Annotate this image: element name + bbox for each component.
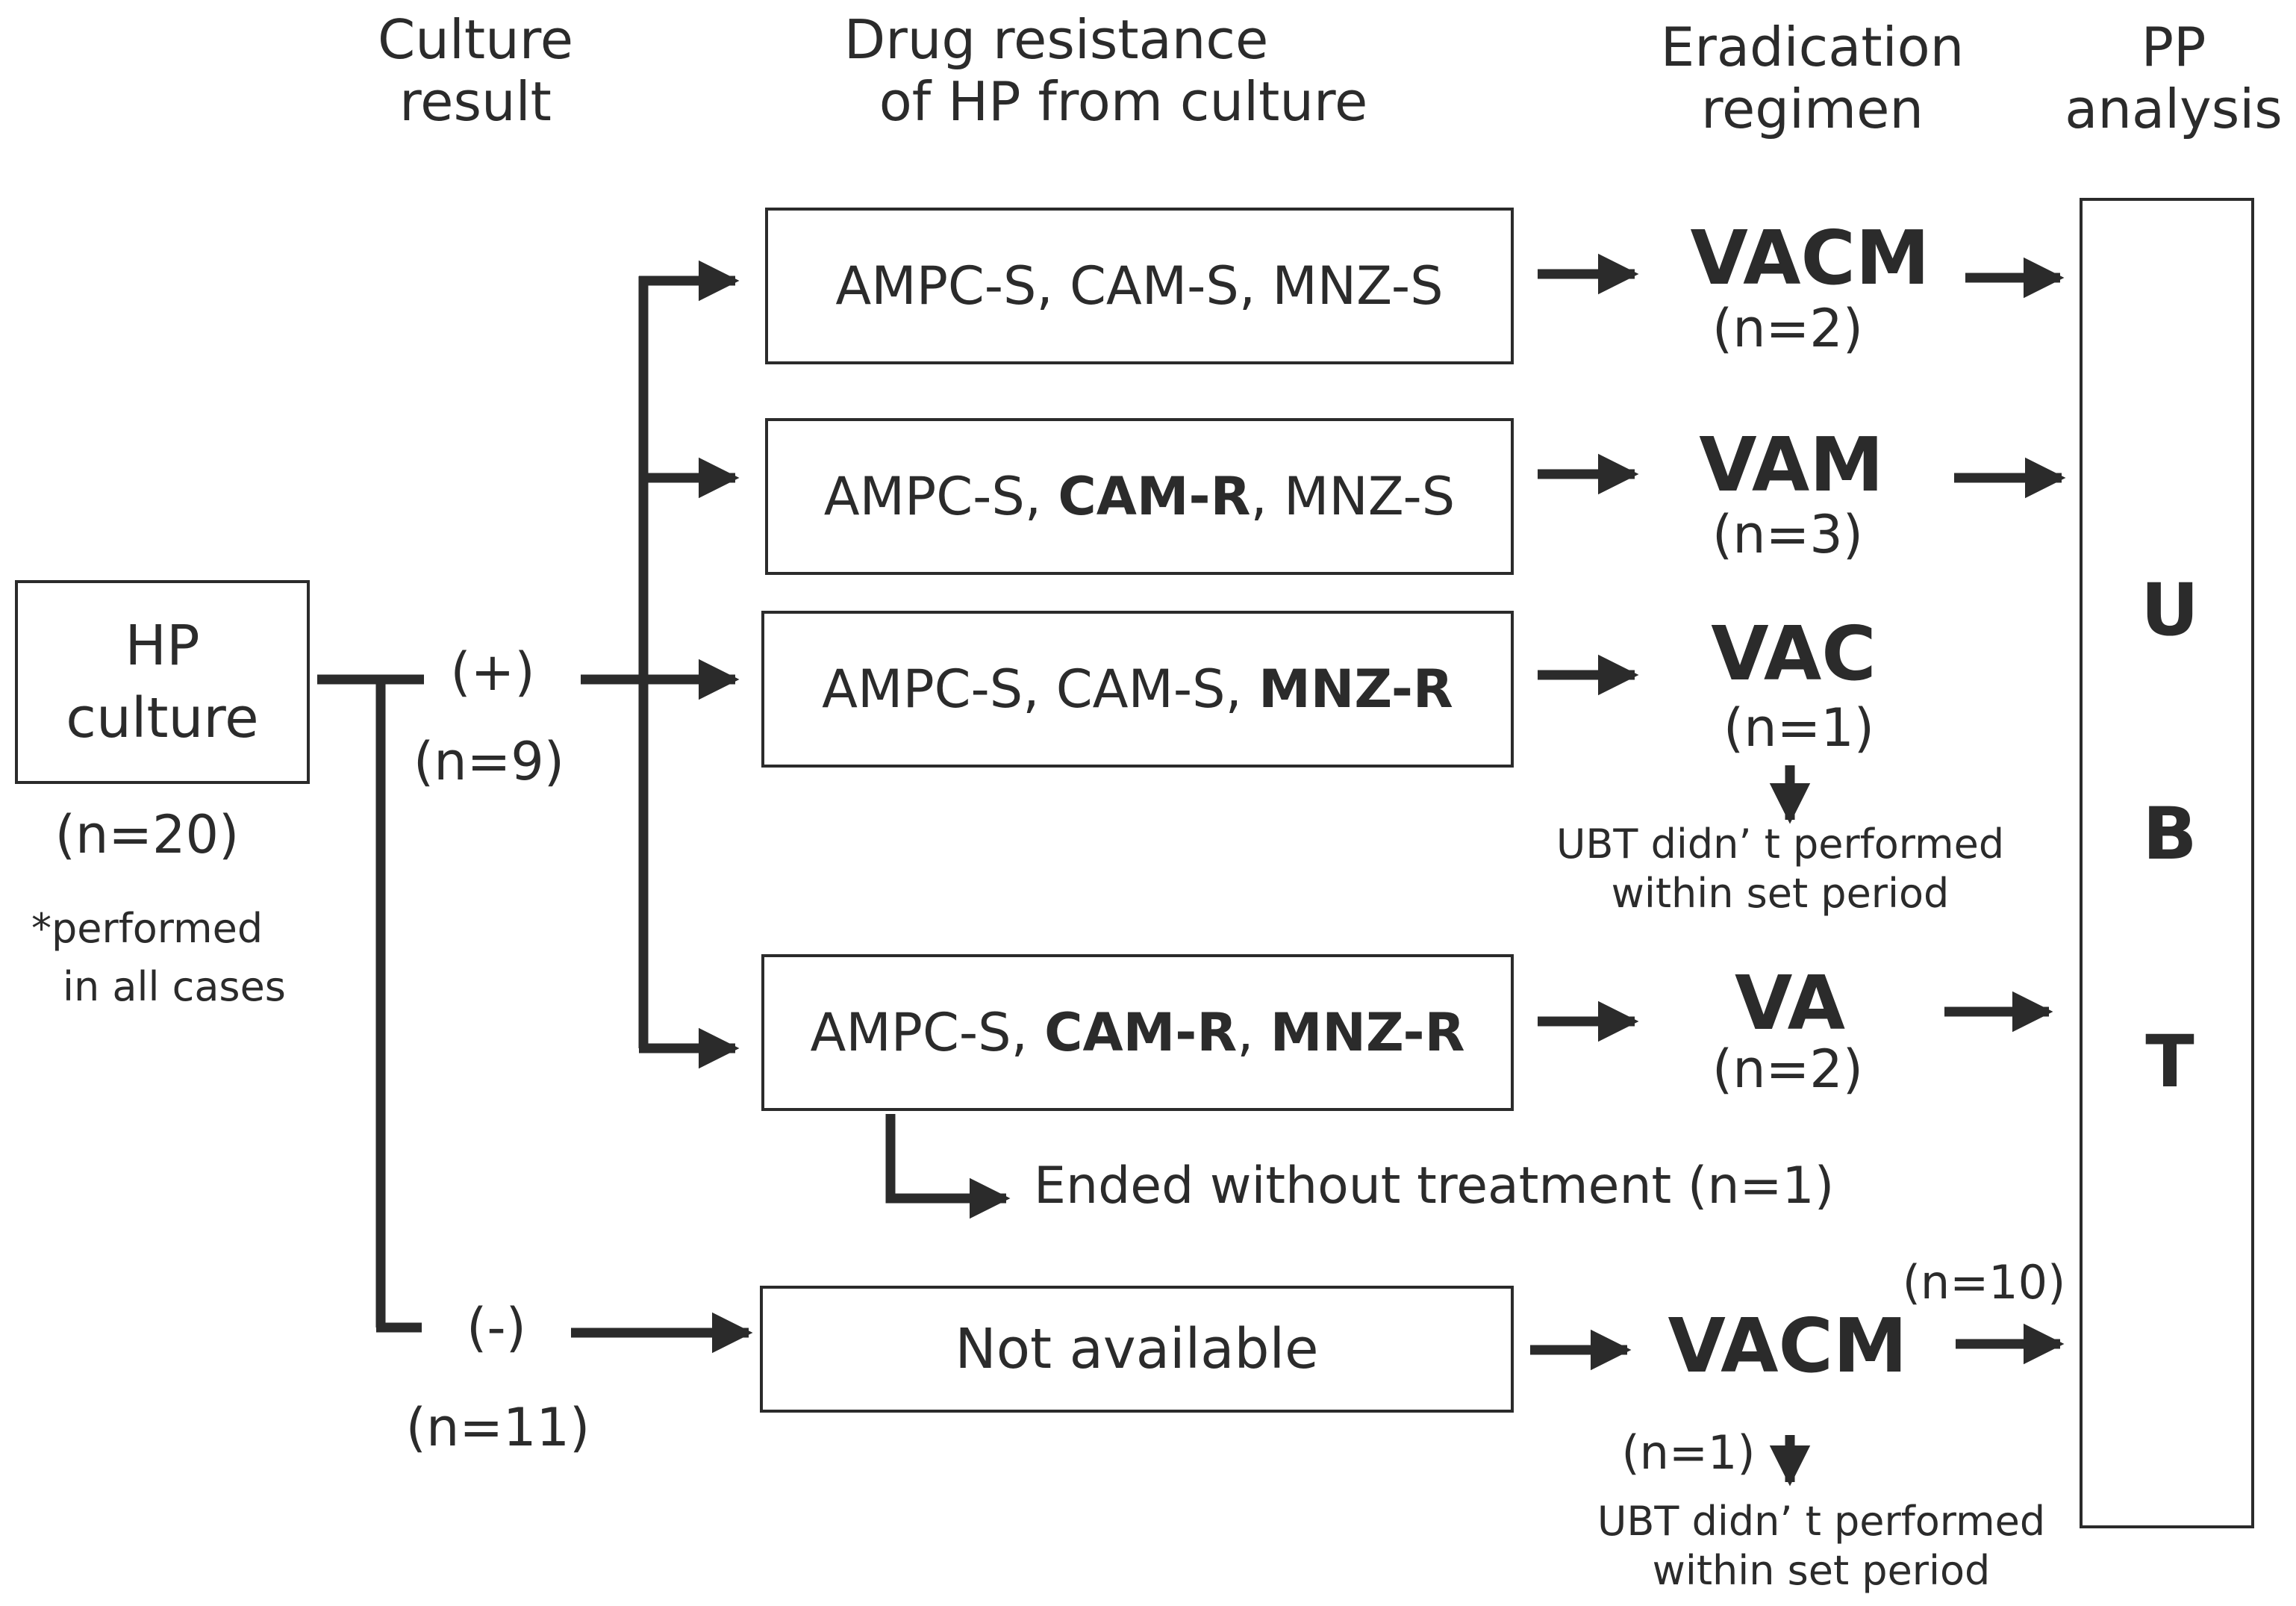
drug-box-4: AMPC-S, CAM-R, MNZ-R xyxy=(761,954,1514,1111)
header-drug-resistance: Drug resistance of HP from culture xyxy=(843,8,1368,133)
ended-without-treatment: Ended without treatment (n=1) xyxy=(1034,1157,1835,1216)
hp-culture-count: (n=20) xyxy=(54,804,240,865)
regimen-not-available-count: (n=10) xyxy=(1902,1255,2066,1310)
regimen-2: VAM xyxy=(1699,421,1884,508)
hp-culture-box: HP culture xyxy=(15,580,310,784)
not-available-box: Not available xyxy=(760,1286,1514,1413)
culture-positive-count: (n=9) xyxy=(413,731,565,792)
drug-item: AMPC-S xyxy=(822,659,1023,720)
not-available-label: Not available xyxy=(955,1317,1319,1381)
regimen-4: VA xyxy=(1735,959,1845,1047)
drug-item: AMPC-S xyxy=(835,255,1037,317)
regimen-3-count: (n=1) xyxy=(1723,697,1875,759)
culture-negative-count: (n=11) xyxy=(405,1397,590,1458)
ubt-box: U B T xyxy=(2080,198,2254,1528)
not-available-excluded-count: (n=1) xyxy=(1621,1425,1756,1480)
drug-text-1: AMPC-S, CAM-S, MNZ-S xyxy=(835,255,1444,317)
drug-item: AMPC-S xyxy=(810,1002,1011,1063)
regimen-1-count: (n=2) xyxy=(1712,298,1864,359)
not-available-note: UBT didn’ t performed within set period xyxy=(1597,1498,2046,1594)
culture-positive-label: (+) xyxy=(450,641,535,703)
drug-item: CAM-S xyxy=(1055,659,1226,720)
regimen-1: VACM xyxy=(1690,214,1930,302)
drug-item: CAM-R xyxy=(1044,1002,1238,1063)
regimen-3: VAC xyxy=(1711,610,1877,697)
regimen-not-available: VACM xyxy=(1668,1302,1908,1389)
drug-item: CAM-S xyxy=(1070,255,1239,317)
drug-box-2: AMPC-S, CAM-R, MNZ-S xyxy=(765,418,1514,575)
drug-item: AMPC-S xyxy=(823,466,1025,527)
drug-box-3: AMPC-S, CAM-S, MNZ-R xyxy=(761,611,1514,768)
ubt-letter-t: T xyxy=(2145,1020,2194,1104)
drug-text-3: AMPC-S, CAM-S, MNZ-R xyxy=(822,659,1453,720)
drug-box-1: AMPC-S, CAM-S, MNZ-S xyxy=(765,208,1514,364)
arrow-ended-without-treatment xyxy=(885,1114,1011,1219)
drug-item: MNZ-S xyxy=(1272,255,1444,317)
header-eradication-regimen: Eradication regimen xyxy=(1660,16,1965,140)
drug-item: CAM-R xyxy=(1058,466,1251,527)
header-pp-analysis: PP analysis xyxy=(2065,16,2283,140)
drug-text-2: AMPC-S, CAM-R, MNZ-S xyxy=(823,466,1456,527)
culture-negative-label: (-) xyxy=(467,1297,526,1358)
hp-culture-footnote: *performed in all cases xyxy=(31,905,286,1011)
drug-item: MNZ-S xyxy=(1284,466,1456,527)
regimen-3-note: UBT didn’ t performed within set period xyxy=(1556,821,2005,917)
ubt-letter-u: U xyxy=(2141,568,2199,652)
ubt-letter-b: B xyxy=(2142,792,2197,876)
header-culture-result: Culture result xyxy=(377,8,574,133)
regimen-4-count: (n=2) xyxy=(1712,1039,1864,1100)
drug-text-4: AMPC-S, CAM-R, MNZ-R xyxy=(810,1002,1465,1063)
regimen-2-count: (n=3) xyxy=(1712,504,1864,565)
drug-item: MNZ-R xyxy=(1258,659,1453,720)
drug-item: MNZ-R xyxy=(1270,1002,1465,1063)
